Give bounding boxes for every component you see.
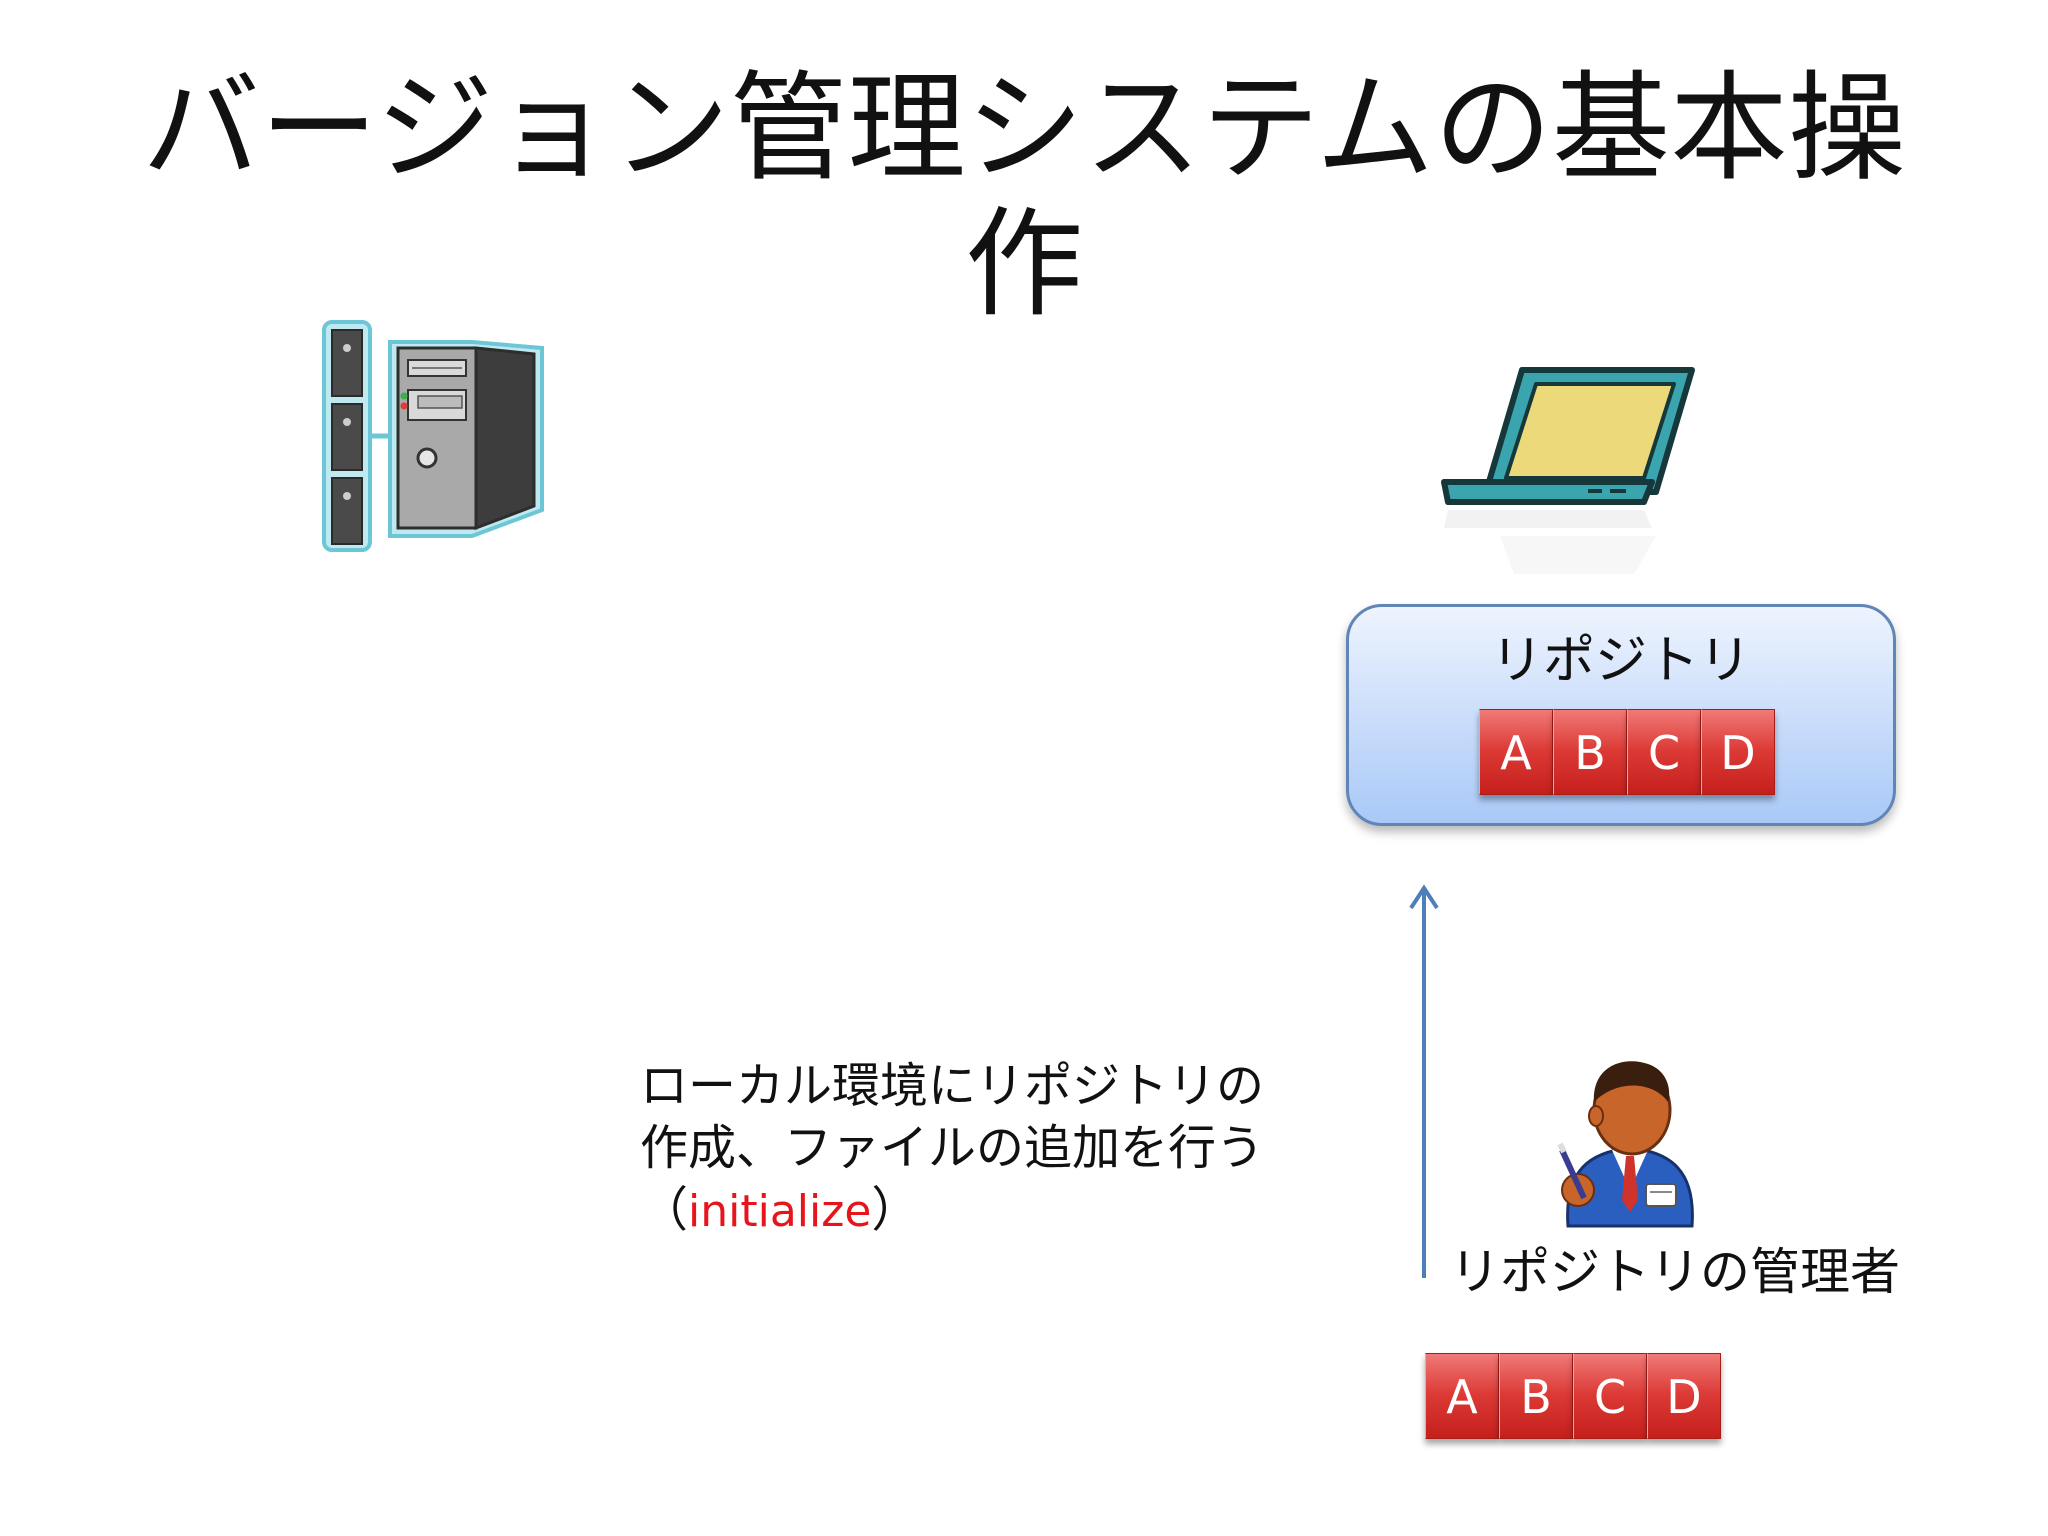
administrator-label: リポジトリの管理者: [1450, 1243, 1900, 1301]
operation-description: ローカル環境にリポジトリの 作成、ファイルの追加を行う （initialize）: [640, 1055, 1340, 1243]
description-line-2: 作成、ファイルの追加を行う: [640, 1120, 1265, 1176]
repository-files: A B C D: [1479, 709, 1775, 795]
repository-label: リポジトリ: [1490, 631, 1751, 691]
local-file-a: A: [1425, 1353, 1499, 1439]
laptop-icon: [1430, 360, 1710, 594]
slide-title: バージョン管理システムの基本操 作: [0, 60, 2048, 332]
description-paren-open: （: [640, 1182, 689, 1238]
repository-file-d: D: [1701, 709, 1775, 795]
administrator-icon: [1540, 1040, 1720, 1234]
slide-title-line-2: 作: [964, 195, 1083, 333]
repository-file-a: A: [1479, 709, 1553, 795]
initialize-arrow: [1404, 880, 1444, 1284]
local-file-b: B: [1499, 1353, 1573, 1439]
slide-title-line-1: バージョン管理システムの基本操: [141, 59, 1907, 197]
local-file-d: D: [1647, 1353, 1721, 1439]
description-line-3: （initialize）: [640, 1179, 1340, 1243]
description-paren-close: ）: [871, 1182, 920, 1238]
repository-box: リポジトリ A B C D: [1346, 604, 1896, 826]
repository-file-c: C: [1627, 709, 1701, 795]
repository-file-b: B: [1553, 709, 1627, 795]
server-icon: [320, 318, 550, 558]
initialize-keyword: initialize: [688, 1186, 872, 1237]
local-file-c: C: [1573, 1353, 1647, 1439]
description-line-1: ローカル環境にリポジトリの: [640, 1058, 1265, 1114]
local-files: A B C D: [1425, 1353, 1721, 1439]
